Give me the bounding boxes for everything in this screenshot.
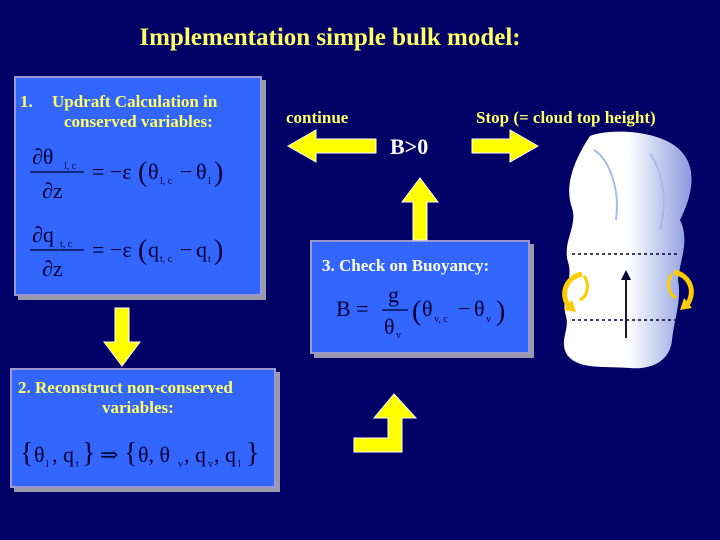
svg-text:l, c: l, c [64,161,77,172]
arrow-elbow-up-icon [353,393,418,453]
buoyancy-equation: B = g θ v ( θ v, c − θ v ) [336,282,505,341]
svg-text:= −ε: = −ε [92,159,132,184]
svg-text:∂θ: ∂θ [32,144,53,169]
svg-text:(: ( [138,157,147,188]
svg-text:): ) [214,157,223,188]
reconstruct-variables-box: 2. Reconstruct non-conserved variables: … [10,368,276,488]
step3-title: 3. Check on Buoyancy: [322,256,490,275]
svg-text:, q: , q [52,442,74,467]
page-title: Implementation simple bulk model: [139,24,521,51]
buoyancy-check-box: 3. Check on Buoyancy: B = g θ v ( θ v, c… [310,240,530,354]
svg-text:v: v [178,459,183,470]
svg-text:, q: , q [214,442,236,467]
q-t-equation: ∂q t, c ∂z = −ε ( q t, c − q t ) [30,222,223,281]
svg-text:θ: θ [196,159,207,184]
svg-text:= −ε: = −ε [92,237,132,262]
svg-text:}: } [82,438,95,469]
svg-text:l, c: l, c [160,176,173,187]
svg-text:v: v [396,330,401,341]
svg-text:v: v [486,314,491,325]
svg-text:θ: θ [474,296,485,321]
svg-text:): ) [496,296,505,327]
svg-text:{: { [20,438,33,469]
svg-text:θ: θ [422,296,433,321]
svg-text:t, c: t, c [160,254,173,265]
circular-arrow-right-icon [667,269,694,310]
svg-text:∂q: ∂q [32,222,54,247]
step2-title-line2: variables: [102,398,174,417]
svg-text:v: v [208,459,213,470]
cloud-updraft-illustration [563,131,692,369]
svg-text:θ: θ [148,159,159,184]
arrow-left-icon [286,129,377,163]
svg-text:}: } [246,438,259,469]
svg-text:l: l [208,176,211,187]
svg-text:B =: B = [336,296,369,321]
svg-text:(: ( [138,235,147,266]
circular-arrow-left-icon [562,271,589,312]
step1-title-line2: conserved variables: [64,112,213,131]
svg-text:, q: , q [184,442,206,467]
svg-text:t: t [208,254,211,265]
stop-label: Stop (= cloud top height) [476,108,656,127]
svg-text:−: − [180,237,192,262]
svg-text:−: − [458,296,470,321]
svg-text:g: g [388,282,399,307]
svg-text:t, c: t, c [60,239,73,250]
svg-text:l: l [238,459,241,470]
svg-text:v, c: v, c [434,314,448,325]
arrow-down-icon [103,307,141,367]
svg-text:⇒: ⇒ [100,442,118,467]
svg-text:−: − [180,159,192,184]
svg-text:θ: θ [384,314,395,339]
svg-text:∂z: ∂z [42,178,63,203]
step1-number: 1. [20,92,33,111]
svg-text:q: q [148,237,159,262]
arrow-right-icon [471,129,540,163]
continue-label: continue [286,108,349,127]
svg-text:(: ( [412,296,421,327]
svg-text:∂z: ∂z [42,256,63,281]
b-positive-condition: B>0 [390,134,429,159]
svg-text:θ: θ [34,442,45,467]
reconstruct-equation: { θ l , q t } ⇒ { θ, θ v , q v , q l } [20,438,259,470]
svg-text:): ) [214,235,223,266]
updraft-calculation-box: 1. Updraft Calculation in conserved vari… [14,76,262,296]
step1-title-line1: Updraft Calculation in [52,92,218,111]
svg-text:l: l [46,459,49,470]
theta-l-equation: ∂θ l, c ∂z = −ε ( θ l, c − θ l ) [30,144,223,203]
svg-text:{: { [124,438,137,469]
arrow-up-icon [401,177,439,241]
svg-text:t: t [76,459,79,470]
svg-text:q: q [196,237,207,262]
svg-text:θ, θ: θ, θ [138,442,170,467]
step2-title-line1: 2. Reconstruct non-conserved [18,378,233,397]
